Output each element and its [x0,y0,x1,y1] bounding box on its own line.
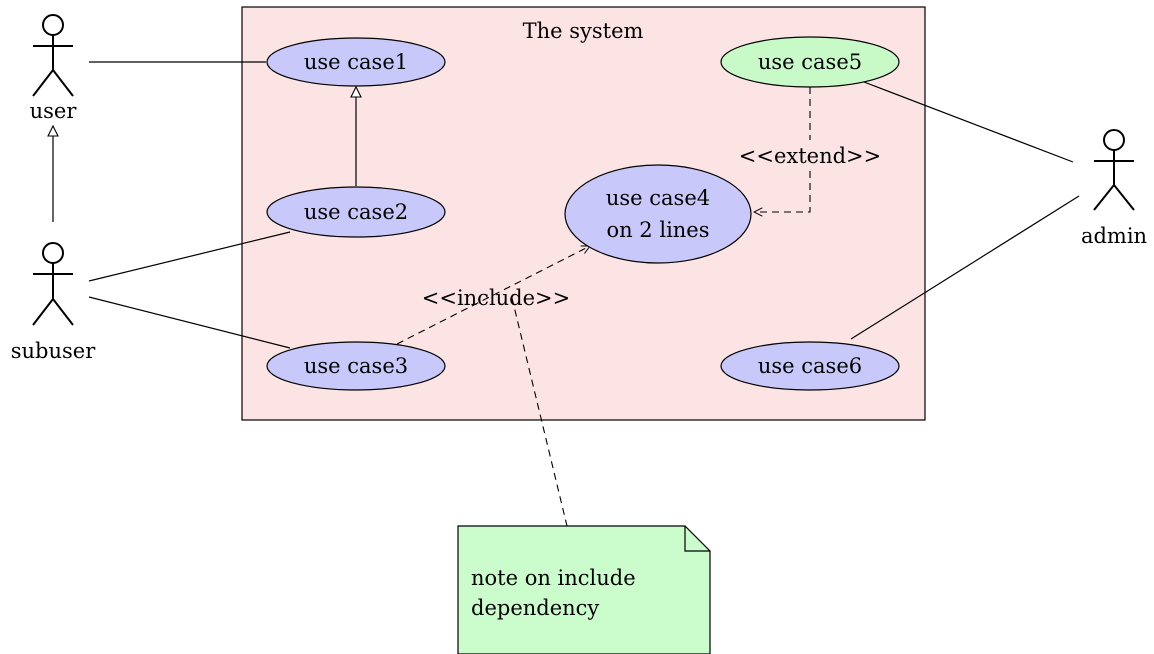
include-label: <<include>> [422,286,571,310]
use-case-1[interactable]: use case1 [266,37,446,87]
assoc-admin-uc6 [850,195,1080,340]
use-case-2-label: use case2 [304,200,408,224]
note-shape [457,525,711,654]
actor-admin-label: admin [1081,224,1147,248]
note-connector [511,297,568,527]
use-case-5-label: use case5 [758,50,862,74]
use-case-4-label-line1: use case4 [606,186,710,210]
use-case-2-shape [266,186,446,238]
actor-user[interactable]: user [30,14,78,123]
use-case-6-shape [720,341,900,391]
extend-label-bg [730,140,890,170]
actor-admin[interactable]: admin [1081,129,1147,248]
use-case-5[interactable]: use case5 [720,36,900,88]
include-arrow [396,246,590,345]
extend-label: <<extend>> [739,144,882,168]
extend-arrow [754,87,811,212]
use-case-5-shape [720,36,900,88]
use-case-2[interactable]: use case2 [266,186,446,238]
use-case-3-shape [266,341,446,391]
assoc-subuser-uc2 [88,231,291,282]
note-text-line2: dependency [471,596,599,620]
note-text-line1: note on include [471,566,636,590]
assoc-admin-uc5 [863,81,1074,163]
admin-stick-figure-icon [1093,129,1135,211]
use-case-4[interactable]: use case4 on 2 lines [564,164,752,264]
use-case-6-label: use case6 [758,354,862,378]
subuser-stick-figure-icon [32,242,74,326]
actor-subuser-label: subuser [11,339,96,363]
note[interactable]: note on include dependency [457,525,711,654]
assoc-subuser-uc3 [88,296,291,349]
use-case-1-label: use case1 [304,50,408,74]
use-case-3-label: use case3 [304,354,408,378]
use-case-6[interactable]: use case6 [720,341,900,391]
use-case-1-shape [266,37,446,87]
note-folded-corner [684,526,710,552]
user-stick-figure-icon [32,14,74,97]
actor-subuser[interactable]: subuser [11,242,96,363]
use-case-3[interactable]: use case3 [266,341,446,391]
use-case-4-label-line2: on 2 lines [606,218,709,242]
system-title: The system [523,19,644,43]
actor-user-label: user [30,99,78,123]
use-case-4-shape [564,164,752,264]
